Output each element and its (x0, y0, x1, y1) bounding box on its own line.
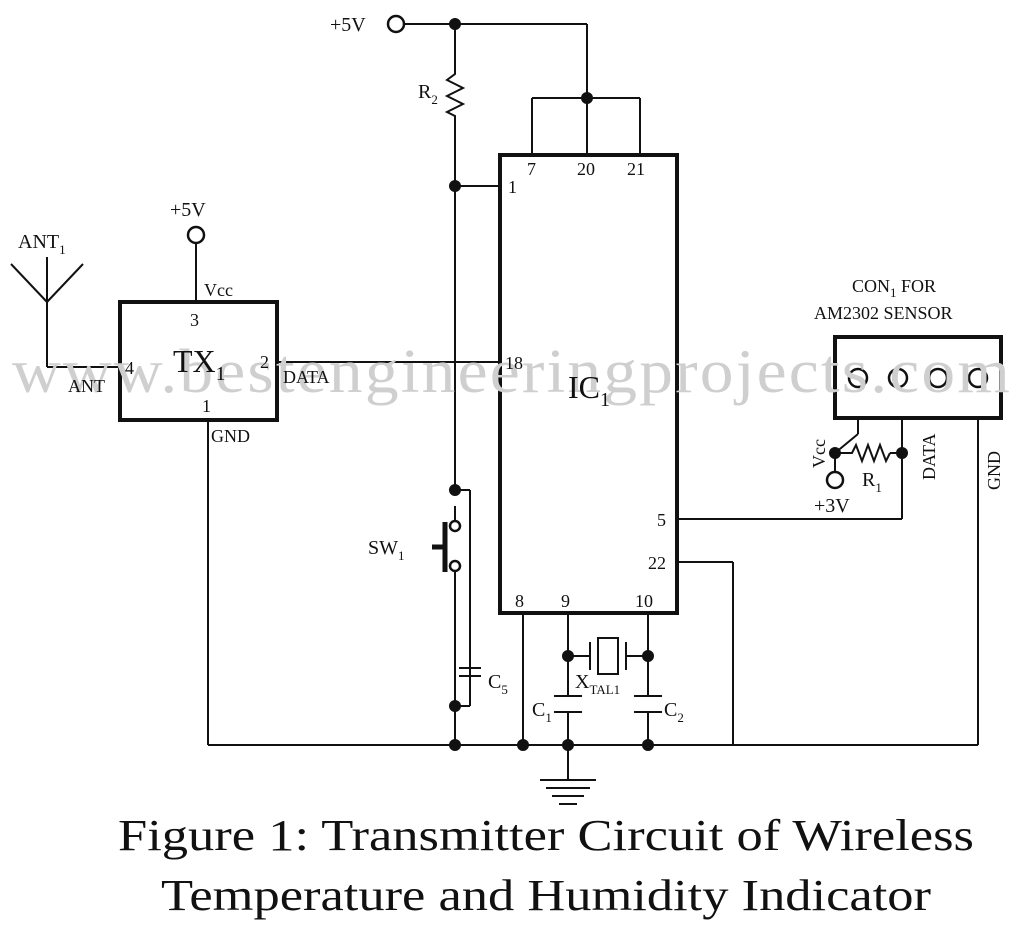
ant1-label: ANT1 (18, 231, 66, 257)
con1-vcc-label: Vcc (809, 439, 829, 468)
r2-label: R2 (418, 81, 438, 107)
vcc5-label-tx: +5V (170, 199, 206, 221)
con1-connector (833, 335, 1003, 420)
ic-pin-8: 8 (515, 591, 524, 611)
con1-gnd-label: GND (984, 451, 1004, 490)
sw1-label: SW1 (368, 537, 405, 563)
watermark: www.bestengineeringprojects.com (12, 338, 1012, 406)
tx-data-label: DATA (283, 367, 330, 387)
c2-label: C2 (664, 699, 684, 725)
ic1-label: IC1 (568, 369, 610, 411)
ic1-chip (498, 153, 679, 615)
vcc3-terminal (825, 470, 845, 490)
junction-dots (449, 18, 908, 751)
sw1-pushbutton (432, 519, 462, 578)
tx-pin-3: 3 (190, 310, 199, 330)
con1-title-line1: CON1 FOR (852, 276, 936, 300)
vcc5-terminal-tx (186, 225, 206, 245)
c1-label: C1 (532, 699, 552, 725)
con1-data-label: DATA (919, 433, 939, 480)
c5-label: C5 (488, 671, 508, 697)
ic-pin-18: 18 (505, 353, 523, 373)
figure-caption-line1: Figure 1: Transmitter Circuit of Wireles… (118, 811, 974, 860)
crystal-xtal1 (589, 637, 627, 675)
vcc5-terminal-top (386, 14, 406, 34)
ic-pin-10: 10 (635, 591, 653, 611)
tx1-label: TX1 (173, 343, 226, 385)
c1-capacitor (554, 695, 582, 713)
tx-ant-label: ANT (68, 376, 105, 396)
tx-pin-2: 2 (260, 352, 269, 372)
ground-symbol (540, 779, 596, 805)
ic-pin-21: 21 (627, 159, 645, 179)
r1-resistor (848, 442, 891, 464)
tx1-module (118, 300, 279, 422)
tx-pin-1: 1 (202, 396, 211, 416)
tx-pin-4: 4 (125, 358, 134, 378)
figure-caption-line2: Temperature and Humidity Indicator (161, 871, 931, 920)
ic-pin-5: 5 (657, 510, 666, 530)
ic-pin-22: 22 (648, 553, 666, 573)
ic-pin-1: 1 (508, 177, 517, 197)
c2-capacitor (634, 695, 662, 713)
ic-pin-7: 7 (527, 159, 536, 179)
vcc3-label: +3V (814, 495, 850, 517)
r2-resistor (444, 68, 466, 120)
con1-pins (847, 367, 989, 389)
ic-pin-9: 9 (561, 591, 570, 611)
ic-pin-20: 20 (577, 159, 595, 179)
tx-vcc-label: Vcc (204, 280, 233, 300)
tx-gnd-label: GND (211, 426, 250, 446)
r1-label: R1 (862, 469, 882, 495)
c5-capacitor (459, 667, 481, 677)
vcc5-label-top: +5V (330, 14, 366, 36)
con1-title-line2: AM2302 SENSOR (814, 303, 953, 323)
xtal1-label: XTAL1 (575, 671, 620, 697)
